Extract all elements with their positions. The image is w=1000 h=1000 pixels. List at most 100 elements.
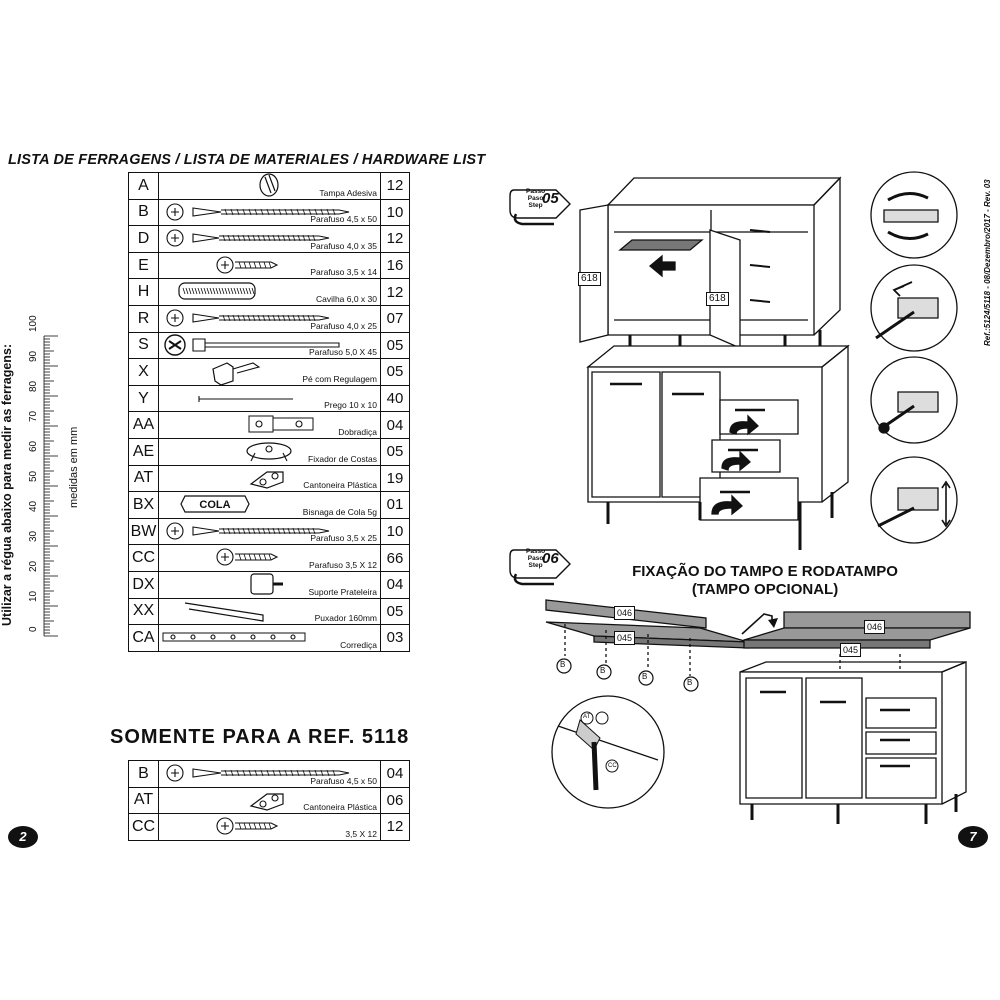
hardware-quantity: 12 (380, 225, 410, 253)
fixation-title-line2: (TAMPO OPCIONAL) (691, 581, 839, 598)
hardware-label: Pé com Regulagem (302, 373, 377, 384)
hardware-label: Parafuso 4,0 x 25 (310, 320, 377, 331)
plastic-bracket-icon (249, 792, 284, 811)
part-label-top-2: 045 (840, 643, 862, 657)
hardware-quantity: 06 (380, 786, 410, 815)
page-number-left: 2 (8, 826, 38, 848)
hardware-quantity: 05 (380, 597, 410, 626)
hardware-picture: Dobradiça (158, 411, 381, 439)
hardware-quantity: 66 (380, 544, 410, 572)
step-6-line3: Step (528, 562, 543, 569)
hardware-code: DX (128, 570, 159, 599)
ref-5118-title: SOMENTE PARA A REF. 5118 (110, 726, 410, 748)
hardware-picture: Fixador de Costas (158, 437, 381, 466)
hardware-picture: Cantoneira Plástica (158, 786, 381, 815)
hardware-label: Cavilha 6,0 x 30 (316, 293, 377, 304)
part-label-door-left: 618 (578, 272, 601, 286)
ruler-tick-label: 70 (28, 410, 39, 422)
hardware-quantity: 40 (380, 384, 410, 413)
hardware-picture: Parafuso 4,5 x 50 (158, 198, 381, 227)
screw-b-label-3: B (642, 672, 648, 681)
hardware-picture: Prego 10 x 10 (158, 384, 381, 413)
hardware-label: Tampa Adesiva (319, 187, 377, 198)
ruler-unit: medidas em mm (68, 426, 80, 508)
hardware-code: AE (128, 437, 159, 466)
nail-icon (198, 395, 293, 402)
short-screw-icon (216, 817, 279, 835)
hardware-label: Prego 10 x 10 (324, 400, 377, 411)
ruler-tick-label: 0 (28, 626, 39, 632)
step-6-line2: Paso (527, 555, 544, 562)
screw-b-markers (556, 658, 699, 692)
hardware-code: CC (128, 544, 159, 572)
screw-b-label-2: B (600, 666, 606, 675)
hardware-picture: Puxador 160mm (158, 597, 381, 626)
screw-icon (166, 309, 330, 327)
ruler-tick-label: 80 (28, 380, 39, 392)
hardware-code: B (128, 198, 159, 227)
screw-b-label-4: B (687, 678, 693, 687)
shelf-support-icon (250, 573, 283, 595)
adjustable-foot-icon (212, 362, 261, 386)
hardware-list-title: LISTA DE FERRAGENS / LISTA DE MATERIALES… (8, 152, 486, 168)
hardware-label: Parafuso 4,5 x 50 (310, 775, 377, 786)
hardware-code: BW (128, 517, 159, 546)
hinge-adjustment-details (870, 171, 958, 544)
step-5-number: 05 (542, 190, 559, 207)
screw-b-label-1: B (560, 660, 566, 669)
hardware-quantity: 04 (380, 411, 410, 439)
cabinet-drawers-illustration (586, 344, 850, 550)
hardware-code: E (128, 251, 159, 280)
part-label-top: 045 (614, 631, 636, 645)
hardware-quantity: 01 (380, 491, 410, 519)
ruler-tick-label: 60 (28, 440, 39, 452)
ruler-tick-label: 30 (28, 530, 39, 542)
hardware-picture: Parafuso 5,0 X 45 (158, 331, 381, 360)
hardware-picture: Parafuso 4,0 x 35 (158, 225, 381, 253)
long-screw-icon (166, 203, 350, 221)
step-5-badge: Passo Paso Step 05 (508, 184, 574, 226)
hardware-code: A (128, 172, 159, 200)
hardware-code: CC (128, 813, 159, 841)
reference-code: Ref.:5124/5118 - 08/Dezembro/2017 - Rev.… (983, 179, 992, 346)
step-6-line1: Passo (526, 548, 546, 555)
short-screw-icon (216, 548, 279, 566)
hardware-picture: Suporte Prateleira (158, 570, 381, 599)
dowel-icon (178, 282, 256, 300)
hardware-label: Parafuso 4,0 x 35 (310, 240, 377, 251)
hardware-label: Puxador 160mm (314, 613, 377, 624)
hardware-code: S (128, 331, 159, 360)
ruler-tick-label: 20 (28, 560, 39, 572)
hardware-code: H (128, 278, 159, 306)
hardware-label: Parafuso 5,0 X 45 (308, 347, 377, 358)
hardware-code: BX (128, 491, 159, 519)
fixation-title: FIXAÇÃO DO TAMPO E RODATAMPO (TAMPO OPCI… (600, 563, 930, 599)
ruler-tick-label: 100 (28, 315, 39, 332)
hardware-quantity: 05 (380, 437, 410, 466)
hardware-quantity: 10 (380, 517, 410, 546)
hardware-picture: Parafuso 3,5 x 25 (158, 517, 381, 546)
bracket-at-label: AT (583, 714, 591, 720)
hardware-label: Parafuso 3,5 x 25 (310, 533, 377, 544)
screw-icon (166, 522, 330, 540)
hardware-picture: Corrediça (158, 624, 381, 652)
hardware-quantity: 05 (380, 358, 410, 386)
